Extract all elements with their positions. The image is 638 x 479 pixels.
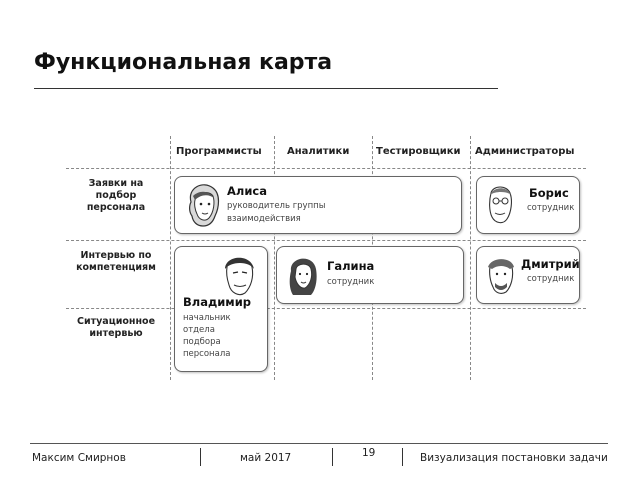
person-role: сотрудник <box>527 203 575 213</box>
column-header-admins: Администраторы <box>475 146 575 157</box>
grid-vline <box>274 136 275 380</box>
avatar-man-icon <box>225 257 254 296</box>
person-role: отдела <box>183 325 215 335</box>
avatar-man-bandana-icon <box>488 259 514 294</box>
footer-separator <box>200 448 201 466</box>
person-role: начальник <box>183 313 231 323</box>
person-role: подбора <box>183 337 221 347</box>
person-name: Дмитрий <box>521 257 580 271</box>
functional-map-diagram: Программисты Аналитики Тестировщики Адми… <box>66 132 586 380</box>
person-role: руководитель группы <box>227 201 326 211</box>
person-card-boris: Борис сотрудник <box>476 176 580 234</box>
person-role: взаимодействия <box>227 214 301 224</box>
footer-date: май 2017 <box>240 452 292 464</box>
page-title: Функциональная карта <box>34 50 333 75</box>
row-label-competency-interview: Интервью по компетенциям <box>76 250 156 273</box>
person-card-alisa: Алиса руководитель группы взаимодействия <box>174 176 462 234</box>
grid-hline <box>66 240 586 241</box>
page-number: 19 <box>362 447 376 459</box>
column-header-programmers: Программисты <box>176 146 262 157</box>
avatar-man-glasses-icon <box>489 186 512 224</box>
person-name: Владимир <box>183 295 251 309</box>
footer-author: Максим Смирнов <box>32 452 126 464</box>
person-card-vladimir: Владимир начальник отдела подбора персон… <box>174 246 268 372</box>
person-role: сотрудник <box>327 277 375 287</box>
person-name: Борис <box>529 186 569 200</box>
grid-hline <box>66 168 586 169</box>
person-card-dmitry: Дмитрий сотрудник <box>476 246 580 304</box>
footer-separator <box>402 448 403 466</box>
person-name: Галина <box>327 259 375 273</box>
column-header-analysts: Аналитики <box>287 146 350 157</box>
grid-vline <box>470 136 471 380</box>
row-label-requests: Заявки на подбор персонала <box>86 178 146 213</box>
avatar-woman-icon <box>289 258 317 295</box>
avatar-woman-icon <box>189 184 220 227</box>
person-role: сотрудник <box>527 274 575 284</box>
person-card-galina: Галина сотрудник <box>276 246 464 304</box>
footer-divider <box>30 443 608 444</box>
person-name: Алиса <box>227 184 267 198</box>
row-label-situational-interview: Ситуационное интервью <box>76 316 156 339</box>
title-divider <box>34 88 498 89</box>
grid-vline <box>170 136 171 380</box>
grid-hline <box>66 308 586 309</box>
footer-separator <box>332 448 333 466</box>
person-role: персонала <box>183 349 231 359</box>
footer-topic: Визуализация постановки задачи <box>420 452 608 464</box>
column-header-testers: Тестировщики <box>376 146 461 157</box>
